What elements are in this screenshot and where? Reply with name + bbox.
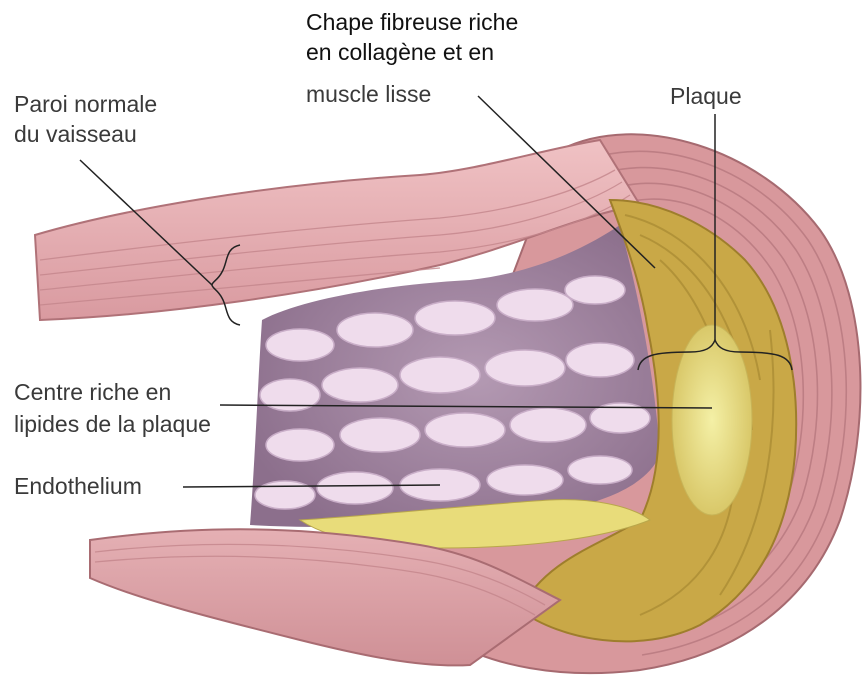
centre-label-line2: lipides de la plaque [14, 410, 211, 439]
plaque-label: Plaque [670, 82, 742, 111]
centre-label-line1: Centre riche en [14, 378, 171, 407]
paroi-label-line2: du vaisseau [14, 120, 137, 149]
lipid-core [672, 325, 752, 515]
chape-label-line1: Chape fibreuse riche [306, 8, 518, 37]
chape-label-line3: muscle lisse [306, 80, 431, 109]
endothelium-label: Endothelium [14, 472, 142, 501]
chape-label-line2: en collagène et en [306, 38, 494, 67]
paroi-label-line1: Paroi normale [14, 90, 157, 119]
